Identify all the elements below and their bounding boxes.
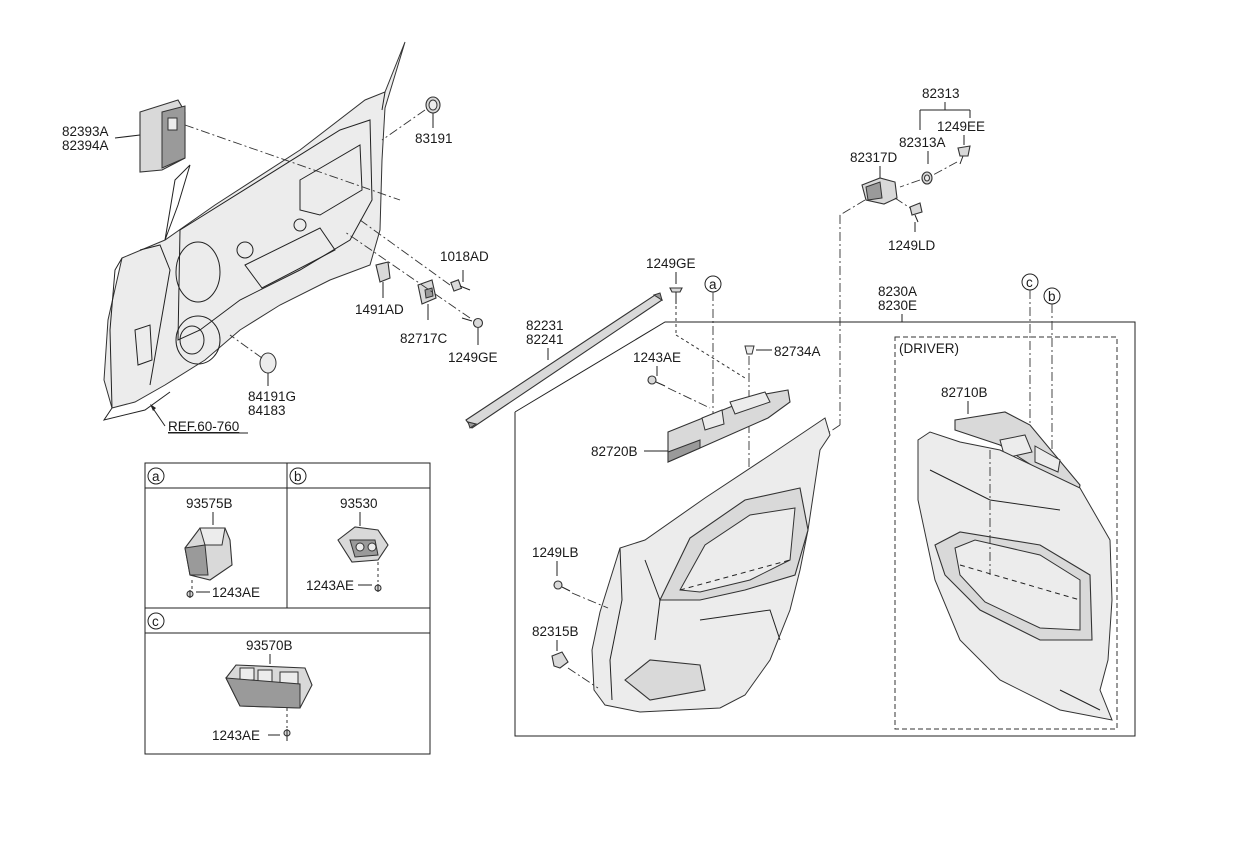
part-1491AD-clip [375,261,391,283]
label-82720B: 82720B [591,444,638,459]
label-84183: 84183 [248,403,286,418]
part-82231-weatherstrip [465,292,663,429]
label-ref-60-760: REF.60-760 [168,419,239,434]
label-1249EE: 1249EE [937,119,985,134]
label-1243AE-b: 1243AE [306,578,354,593]
driver-variant-box [894,336,1118,730]
label-82393A: 82393A [62,124,109,139]
callout-a-main: a [709,277,717,292]
part-82734A-clip [744,345,755,355]
label-82231: 82231 [526,318,564,333]
label-driver: (DRIVER) [899,341,959,356]
part-1249LB-screw [553,580,571,592]
label-82241: 82241 [526,332,564,347]
part-82720B-armrest-cover [667,389,791,463]
label-82394A: 82394A [62,138,109,153]
part-1243AE-screw-c [283,729,291,741]
part-93575B-switch [184,527,233,581]
callout-c-label: c [152,614,159,629]
part-83191-plug [425,96,441,114]
part-1249GE-top-screw [669,287,683,304]
part-1243AE-screw-b [374,584,382,592]
label-82717C: 82717C [400,331,448,346]
part-1249EE-screw [957,145,971,165]
label-1249LB: 1249LB [532,545,579,560]
label-8230A: 8230A [878,284,917,299]
callout-b-main: b [1048,289,1056,304]
part-93530-switch [337,526,389,563]
part-82313A-nut [921,171,933,185]
label-82313A: 82313A [899,135,946,150]
part-driver-door-trim-panel [917,431,1113,721]
label-1243AE-a: 1243AE [212,585,260,600]
label-1243AE-c: 1243AE [212,728,260,743]
door-inner-panel [102,41,406,421]
label-83191: 83191 [415,131,453,146]
label-82710B: 82710B [941,385,988,400]
label-1018AD: 1018AD [440,249,489,264]
callout-c-main: c [1026,275,1033,290]
label-1249GE-left: 1249GE [448,350,498,365]
label-82734A: 82734A [774,344,821,359]
label-1249GE-top: 1249GE [646,256,696,271]
trim-assembly-frame [514,321,1136,737]
callout-b-label: b [294,469,302,484]
label-1243AE-main: 1243AE [633,350,681,365]
label-93575B: 93575B [186,496,233,511]
label-8230E: 8230E [878,298,917,313]
part-93570B-switch-assembly [225,664,313,709]
label-1249LD: 1249LD [888,238,936,253]
label-82317D: 82317D [850,150,898,165]
part-84191G-plug [259,352,277,374]
label-1491AD: 1491AD [355,302,404,317]
callout-a-label: a [152,469,160,484]
label-82313: 82313 [922,86,960,101]
part-1249LD-bolt [909,202,923,223]
part-82393A-bracket [139,99,186,173]
label-93530: 93530 [340,496,378,511]
label-93570B: 93570B [246,638,293,653]
part-82717C-clip [417,279,437,305]
part-1243AE-main-screw [647,375,666,387]
part-82317D-bracket [861,177,898,205]
part-82315B-clip [551,651,569,669]
label-84191G: 84191G [248,389,296,404]
part-1018AD-bolt [450,279,471,292]
part-1243AE-screw-a [186,590,194,598]
part-door-trim-panel [591,417,831,713]
part-1249GE-screw [461,317,484,329]
label-82315B: 82315B [532,624,579,639]
